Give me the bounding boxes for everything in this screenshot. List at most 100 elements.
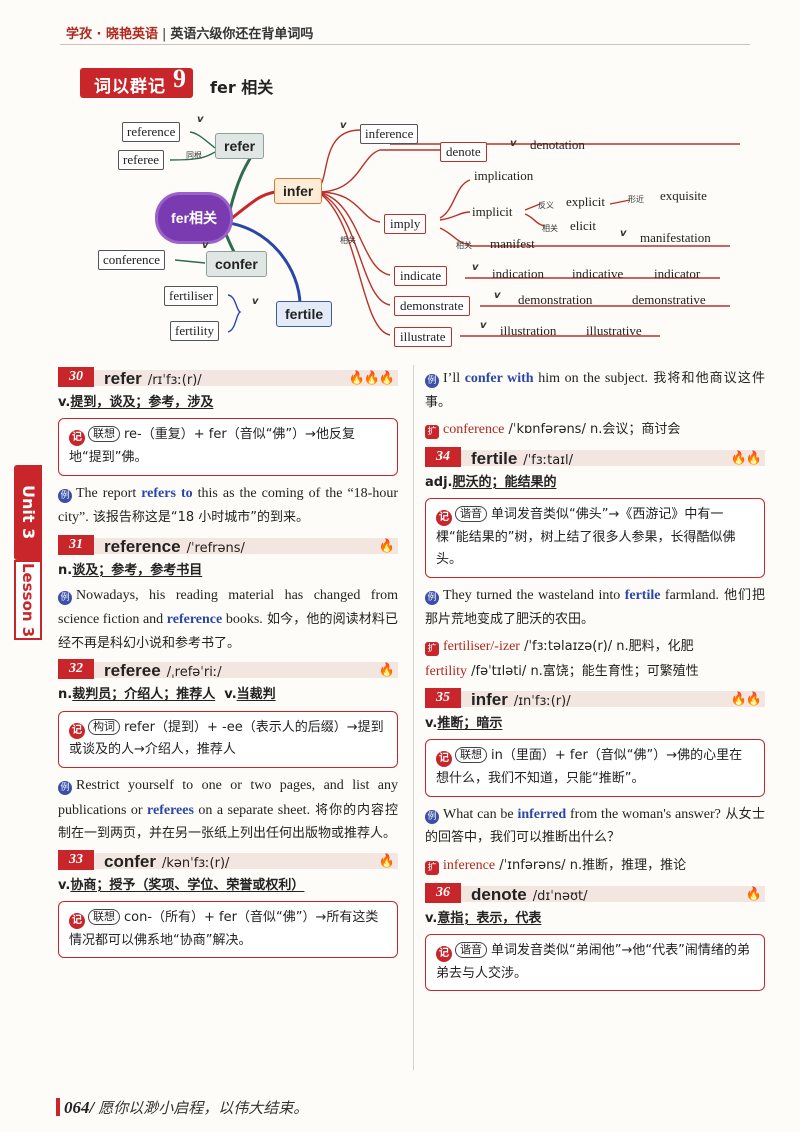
- phonetic: /ˌrefəˈriː/: [166, 665, 222, 681]
- map-fertile: fertile: [276, 301, 333, 327]
- map-referee: referee: [118, 150, 165, 170]
- headword: denote: [471, 884, 527, 904]
- part-of-speech: v.: [224, 687, 237, 703]
- entry-header-referee: 32 referee/ˌrefəˈriː/ 🔥: [58, 659, 398, 681]
- map-infer: infer: [274, 178, 323, 204]
- phonetic: /ɪnˈfɜː(r)/: [513, 694, 571, 710]
- example-en: What can be: [443, 806, 518, 822]
- map-refer: refer: [215, 133, 265, 159]
- map-demonstrative: demonstrative: [632, 292, 706, 307]
- entry-number: 35: [425, 688, 461, 709]
- memory-tip: 记谐音单词发音类似“佛头”→《西游记》中有一棵“能结果的”树，树上结了很多人参果…: [425, 497, 765, 579]
- headword: confer: [104, 851, 156, 871]
- unit-side-tab: Unit 3 Lesson 3: [14, 465, 42, 640]
- example-en: this as the coming of the “18-hour city”…: [58, 485, 398, 526]
- phonetic: /ˈfɜːtaɪl/: [523, 452, 574, 468]
- entry-header-confer: 33 confer/kənˈfɜː(r)/ 🔥: [58, 849, 398, 872]
- section-subtitle: fer 相关: [210, 78, 274, 97]
- brand: 学孜 · 晓艳英语: [66, 27, 158, 42]
- tip-label: 谐音: [455, 941, 487, 958]
- frequency-fire-icon: 🔥🔥🔥: [348, 371, 395, 386]
- example-highlight: refers to: [141, 485, 193, 501]
- example-en: Nowadays, his reading material has chang…: [58, 587, 398, 628]
- section-badge: 词以群记 9: [80, 64, 193, 98]
- map-v-mark: v: [472, 262, 479, 273]
- bulb-icon: 记: [436, 509, 452, 526]
- part-of-speech: v.: [425, 716, 438, 732]
- frequency-fire-icon: 🔥: [378, 538, 395, 554]
- definition: v.提到，谈及；参考，涉及: [58, 392, 398, 414]
- map-indicate: indicate: [394, 266, 448, 286]
- extension-ipa: /ˈkɒnfərəns/: [508, 422, 586, 438]
- meaning: 推断；暗示: [437, 716, 503, 732]
- headword: reference: [104, 536, 181, 556]
- tip-label: 构词: [88, 718, 120, 735]
- meaning: 意指；表示，代表: [437, 910, 542, 926]
- frequency-fire-icon: 🔥🔥: [730, 450, 762, 466]
- mind-map: reference referee 同根 v refer fer相关 infer…: [0, 100, 800, 360]
- example-icon: 例: [425, 809, 439, 824]
- page-footer: 064/愿你以渺小启程，以伟大结束。: [56, 1097, 308, 1118]
- part-of-speech: n.: [58, 687, 73, 703]
- extension-icon: 扩: [425, 861, 439, 876]
- entry-header-reference: 31 reference/ˈrefrəns/ 🔥: [58, 534, 398, 557]
- section-badge-label: 词以群记: [94, 77, 166, 97]
- example-en: Restrict yourself to one or two pages, a…: [58, 778, 398, 818]
- definition: v.推断；暗示: [425, 713, 765, 735]
- tip-label: 联想: [455, 747, 487, 764]
- headword: refer: [104, 369, 142, 388]
- book-title: 英语六级你还在背单词吗: [170, 27, 314, 42]
- example-cn: 他们把那片荒地变成了肥沃的农田。: [425, 588, 765, 627]
- example-cn: 将你的内容控制在一到两页，并在另一张纸上列出任何出版物或推荐人。: [58, 802, 398, 842]
- section-number: 9: [173, 64, 187, 93]
- entry-number: 33: [58, 849, 94, 870]
- bulb-icon: 记: [436, 945, 452, 962]
- part-of-speech: v.: [58, 395, 71, 410]
- memory-tip: 记谐音单词发音类似“弟闹他”→他“代表”闹情绪的弟弟去与人交涉。: [425, 933, 765, 992]
- extension-icon: 扩: [425, 425, 439, 440]
- entry-number: 34: [425, 446, 461, 467]
- entry-header-fertile: 34 fertile/ˈfɜːtaɪl/ 🔥🔥: [425, 446, 765, 469]
- example-en: The report: [76, 485, 142, 501]
- phonetic: /rɪˈfɜː(r)/: [147, 373, 202, 388]
- map-confer: confer: [206, 251, 267, 277]
- meaning: 提到，谈及；参考，涉及: [70, 395, 214, 410]
- map-illustrative: illustrative: [586, 323, 642, 338]
- map-exquisite: exquisite: [660, 188, 707, 203]
- example-cn: 我将和他商议这件事。: [425, 371, 765, 410]
- lesson-label: Lesson 3: [14, 560, 42, 640]
- header-divider: [60, 44, 750, 45]
- map-denotation: denotation: [530, 137, 585, 152]
- definition: adj.肥沃的；能结果的: [425, 472, 765, 494]
- part-of-speech: v.: [425, 910, 438, 926]
- tip-text: refer（提到）+ -ee（表示人的后缀）→提到或谈及的人→介绍人，推荐人: [69, 719, 384, 758]
- extension-meaning: n.会议；商讨会: [589, 422, 681, 438]
- map-demonstration: demonstration: [518, 292, 593, 307]
- map-illustration: illustration: [500, 323, 557, 338]
- example-en: from the woman's answer?: [566, 806, 721, 822]
- entry-number: 30: [58, 367, 94, 387]
- map-conference: conference: [98, 250, 166, 270]
- example-icon: 例: [425, 591, 439, 606]
- map-tag-similar: 形近: [628, 195, 644, 204]
- map-v-mark: v: [494, 290, 501, 301]
- map-fertiliser: fertiliser: [164, 286, 219, 306]
- example-icon: 例: [58, 781, 72, 796]
- extension-word: fertility: [425, 663, 467, 679]
- example-cn: 该报告称这是“18 小时城市”的到来。: [92, 510, 310, 526]
- footer-motto: 愿你以渺小启程，以伟大结束。: [98, 1099, 309, 1117]
- extension-meaning: n.富饶；能生育性；可繁殖性: [530, 663, 699, 679]
- meaning: 当裁判: [236, 687, 276, 703]
- extension-word: conference: [443, 422, 505, 438]
- map-reference: reference: [122, 122, 181, 142]
- phonetic: /ˈrefrəns/: [186, 540, 245, 556]
- map-denote: denote: [440, 142, 487, 162]
- bulb-icon: 记: [69, 912, 85, 929]
- extension-word: fertiliser/-izer: [443, 639, 520, 655]
